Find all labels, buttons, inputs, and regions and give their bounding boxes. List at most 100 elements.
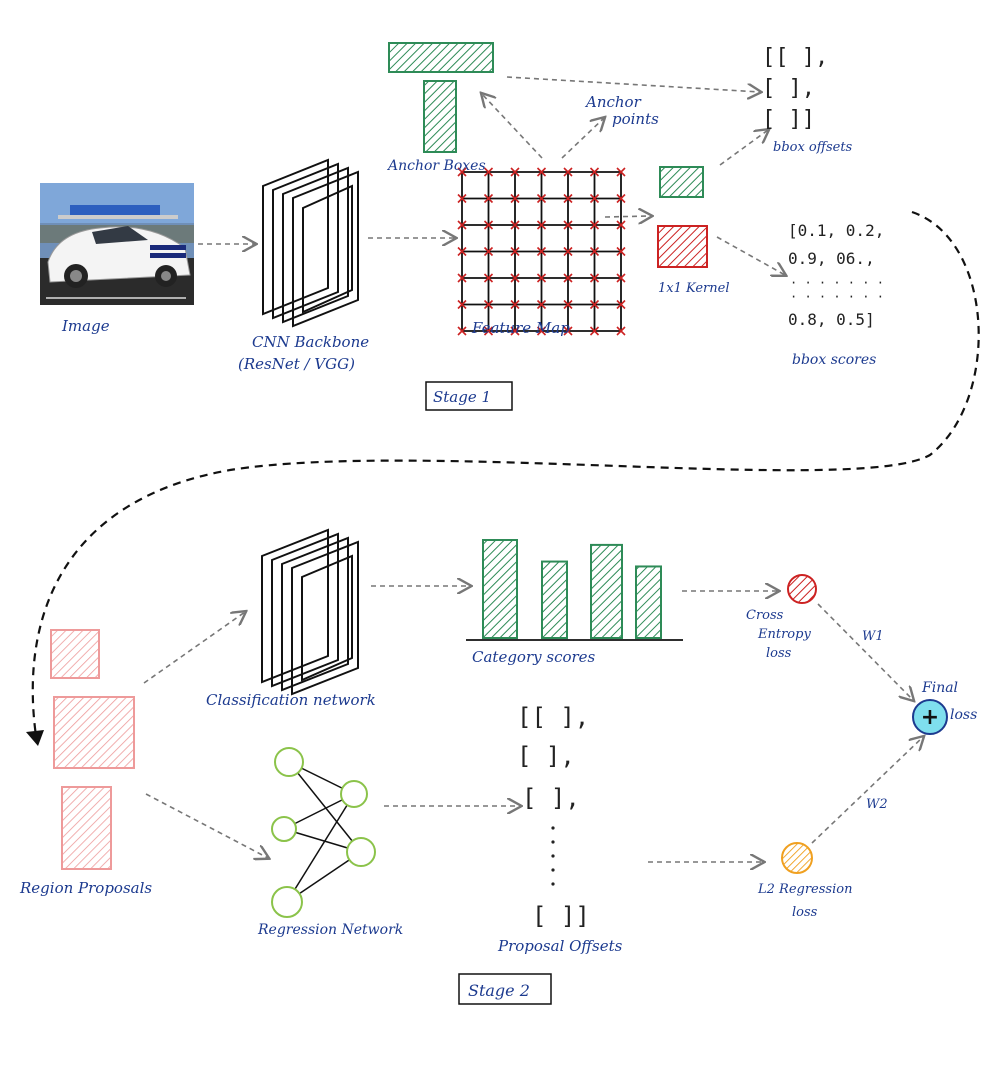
classification-network-icon — [261, 528, 359, 696]
anchor-point-marker — [457, 246, 467, 257]
anchor-point-marker — [616, 246, 626, 257]
anchor-point-marker — [457, 167, 467, 177]
proposal-offsets-label: Proposal Offsets — [497, 937, 623, 955]
final-loss-label-line1: Final — [921, 680, 958, 696]
anchor-point-marker — [616, 167, 626, 177]
anchor-point-marker — [589, 246, 600, 257]
l2-loss-label-line2: loss — [792, 905, 818, 920]
stage-connector-curve — [31, 210, 980, 737]
regression-network-label: Regression Network — [257, 922, 403, 938]
anchor-point-marker — [563, 299, 573, 310]
stage-connector-arrowhead — [26, 730, 44, 746]
anchor-point-marker — [510, 246, 520, 257]
anchor-point-marker — [589, 193, 600, 204]
stage2-label: Stage 2 — [468, 981, 530, 1000]
arrow-kernel-to-scores — [716, 236, 785, 275]
anchor-point-marker — [536, 167, 547, 177]
arrow-featuremap-to-kernel — [604, 216, 651, 217]
anchor-point-marker — [616, 299, 626, 310]
stage1-box — [425, 381, 513, 411]
anchor-point-marker — [510, 273, 520, 283]
anchor-point-marker — [510, 326, 520, 336]
category-score-bar — [590, 543, 623, 640]
backbone-label-line2: (ResNet / VGG) — [238, 355, 355, 373]
anchor-point-marker — [483, 326, 494, 336]
anchor-point-marker — [616, 193, 626, 204]
feature-map-label: Feature Map — [471, 319, 570, 337]
anchor-point-marker — [563, 246, 573, 257]
bbox-offsets-row: [ ]] — [762, 107, 815, 132]
anchor-point-marker — [536, 220, 547, 230]
anchor-point-marker — [483, 273, 494, 283]
anchor-point-marker — [536, 299, 547, 310]
anchor-box-wide — [388, 42, 494, 73]
backbone-label-line1: CNN Backbone — [252, 333, 369, 351]
bbox-offsets-row: [[ ], — [762, 45, 828, 70]
cnn-backbone-icon — [262, 158, 359, 328]
bbox-scores-row: · · · · · · · — [790, 290, 884, 304]
bbox-scores-label: bbox scores — [792, 352, 876, 368]
car-photo-icon — [40, 183, 194, 305]
w1-label: W1 — [862, 629, 884, 644]
anchor-point-marker — [510, 299, 520, 310]
proposal-offsets-ellipsis — [551, 826, 555, 886]
anchor-point-marker — [536, 326, 547, 336]
final-loss-label-line2: loss — [950, 707, 977, 723]
w2-label: W2 — [866, 797, 888, 812]
anchor-point-marker — [536, 273, 547, 283]
region-proposals-label: Region Proposals — [19, 879, 152, 897]
region-proposal-large — [53, 696, 135, 769]
plus-symbol: + — [921, 705, 939, 730]
category-score-bar — [635, 565, 662, 640]
proposal-offsets-matrix: [[ ], [ ], [ ], [ ]] — [517, 703, 590, 930]
anchor-point-marker — [457, 193, 467, 204]
kernel-green — [659, 166, 704, 198]
anchor-point-marker — [483, 220, 494, 230]
bbox-scores-row: · · · · · · · — [790, 276, 884, 290]
anchor-point-marker — [563, 167, 573, 177]
category-scores-chart — [482, 539, 662, 640]
anchor-point-marker — [589, 220, 600, 230]
arrow-proposals-to-classifier — [143, 612, 245, 684]
anchor-point-marker — [589, 326, 600, 336]
proposal-offsets-row: [ ], — [517, 742, 575, 770]
proposal-offsets-row: [ ]] — [532, 902, 590, 930]
anchor-point-marker — [563, 326, 573, 336]
cross-entropy-label-line1: Cross — [746, 608, 784, 623]
arrow-to-anchor-boxes — [482, 94, 543, 159]
l2-loss-node — [781, 842, 813, 874]
bbox-offsets-row: [ ], — [762, 76, 815, 101]
plus-circle-icon — [912, 699, 948, 735]
arrow-to-anchor-points — [561, 118, 604, 159]
cross-entropy-node — [787, 574, 817, 604]
l2-loss-label-line1: L2 Regression — [757, 882, 852, 897]
anchor-point-marker — [616, 220, 626, 230]
anchor-point-marker — [457, 220, 467, 230]
anchor-point-marker — [483, 299, 494, 310]
anchor-point-marker — [510, 220, 520, 230]
cross-entropy-label-line2: Entropy — [757, 627, 811, 642]
anchor-points-label-line1: Anchor — [584, 93, 642, 111]
kernel-red — [657, 225, 708, 268]
classification-network-label: Classification network — [206, 691, 376, 709]
bbox-offsets-matrix: [[ ], [ ], [ ]] — [762, 45, 828, 132]
stage1-label: Stage 1 — [433, 388, 491, 406]
anchor-point-marker — [589, 167, 600, 177]
image-label: Image — [61, 317, 110, 335]
anchor-point-marker — [616, 273, 626, 283]
anchor-point-marker — [589, 273, 600, 283]
arrow-ce-to-final — [817, 603, 913, 700]
anchor-point-marker — [510, 167, 520, 177]
bbox-offsets-label: bbox offsets — [773, 140, 853, 155]
neural-net-icon — [271, 747, 376, 918]
bbox-scores-matrix: [0.1, 0.2, 0.9, 06., · · · · · · · · · ·… — [788, 221, 884, 329]
region-proposal-tall — [61, 786, 112, 870]
bbox-scores-row: 0.8, 0.5] — [788, 310, 875, 329]
proposal-offsets-row: [ ], — [522, 784, 580, 812]
bbox-scores-row: 0.9, 06., — [788, 249, 875, 268]
grid-icon — [457, 167, 626, 336]
proposal-offsets-row: [[ ], — [517, 703, 589, 731]
anchor-points-label-line2: points — [612, 110, 659, 128]
